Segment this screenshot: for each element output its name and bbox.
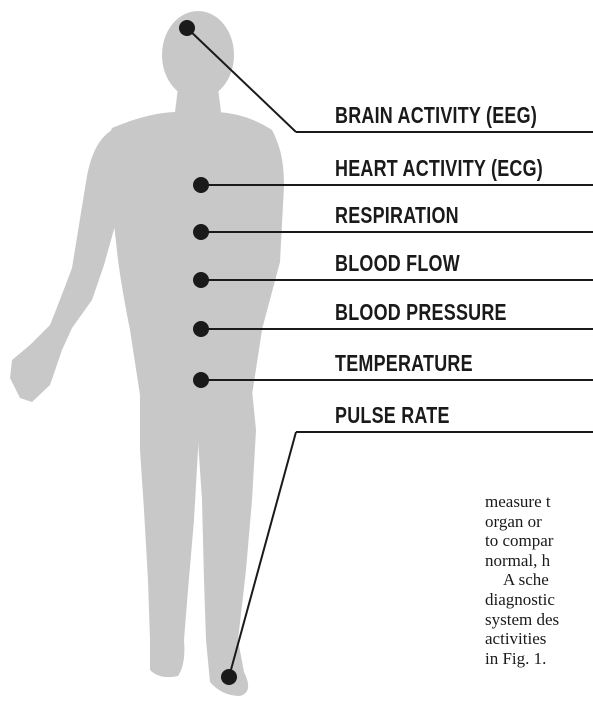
temperature-electrode <box>193 372 209 388</box>
respiration-label: RESPIRATION <box>335 202 459 228</box>
pulse-electrode <box>221 669 237 685</box>
body-text-line: diagnostic <box>485 590 593 610</box>
body-text-line: to compar <box>485 531 593 551</box>
body-text-line: organ or <box>485 512 593 532</box>
heart-electrode <box>193 177 209 193</box>
body-text-line: system des <box>485 610 593 630</box>
temperature-label: TEMPERATURE <box>335 350 473 376</box>
body-text-line: in Fig. 1. <box>485 649 593 669</box>
blood-flow-electrode <box>193 272 209 288</box>
body-text-line: activities <box>485 629 593 649</box>
body-text-line: normal, h <box>485 551 593 571</box>
article-body-text: measure t organ or to compar normal, h A… <box>485 492 593 668</box>
blood-pressure-label: BLOOD PRESSURE <box>335 299 507 325</box>
heart-activity-label: HEART ACTIVITY (ECG) <box>335 155 543 181</box>
body-text-line: measure t <box>485 492 593 512</box>
blood-flow-label: BLOOD FLOW <box>335 250 460 276</box>
human-silhouette <box>10 11 284 696</box>
blood-pressure-electrode <box>193 321 209 337</box>
brain-electrode <box>179 20 195 36</box>
respiration-electrode <box>193 224 209 240</box>
pulse-rate-label: PULSE RATE <box>335 402 450 428</box>
brain-activity-label: BRAIN ACTIVITY (EEG) <box>335 102 537 128</box>
body-text-line: A sche <box>485 570 593 590</box>
